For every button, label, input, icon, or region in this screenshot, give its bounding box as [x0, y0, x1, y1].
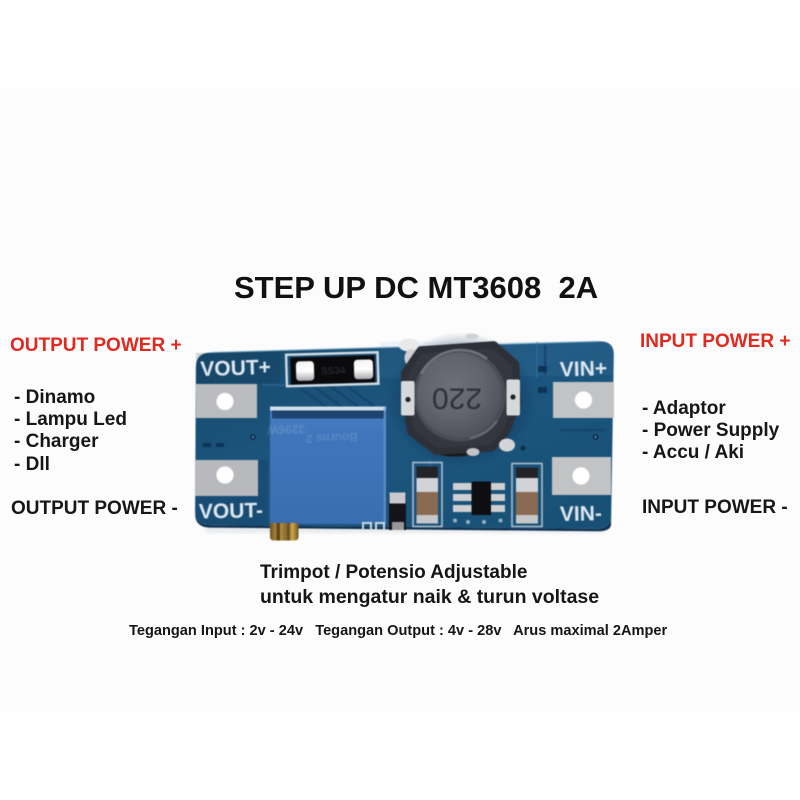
svg-text:VOUT+: VOUT+ [200, 356, 271, 381]
svg-text:3296W: 3296W [266, 422, 305, 437]
svg-text:VIN-: VIN- [560, 502, 602, 526]
svg-text:VIN+: VIN+ [559, 357, 607, 381]
svg-text:220: 220 [432, 382, 482, 415]
svg-text:VOUT-: VOUT- [199, 499, 264, 523]
svg-text:Bourns 2: Bourns 2 [305, 430, 358, 446]
svg-text:SS34: SS34 [321, 366, 346, 378]
